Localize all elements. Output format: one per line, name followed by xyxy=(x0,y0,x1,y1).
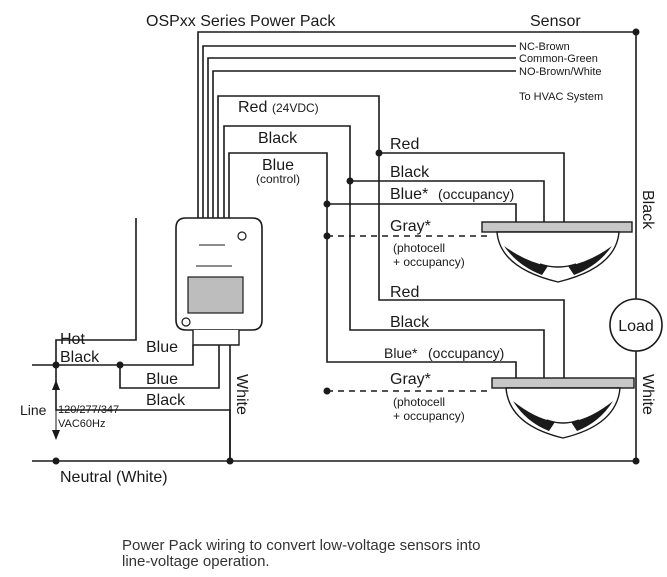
right-white-label: White xyxy=(639,374,656,415)
s1-red-label: Red xyxy=(390,136,419,153)
neutral-label: Neutral (White) xyxy=(60,469,168,486)
load-symbol xyxy=(609,298,663,352)
s1-red-wire xyxy=(379,152,565,222)
junction-dot xyxy=(323,232,331,240)
blue-control-sublabel: (control) xyxy=(256,172,300,186)
line-frequency-label: VAC60Hz xyxy=(58,418,105,430)
s2-gray-label: Gray* xyxy=(390,371,431,388)
s1-gray-label: Gray* xyxy=(390,218,431,235)
black-main-wire xyxy=(223,125,545,378)
sensor-1 xyxy=(481,221,633,283)
pp-blue-wire xyxy=(55,218,137,365)
junction-dot xyxy=(346,177,354,185)
pp-black-label: Black xyxy=(146,392,186,409)
to-hvac-label: To HVAC System xyxy=(519,91,603,103)
s1-blue-wire xyxy=(327,203,517,222)
hot-black-wire xyxy=(32,345,194,366)
s1-black-wire xyxy=(350,180,545,222)
s2-gray-sublabel-1: (photocell xyxy=(393,395,445,409)
power-pack xyxy=(175,217,263,346)
blue-control-label: Blue xyxy=(262,157,294,174)
junction-dot xyxy=(52,361,60,369)
s2-blue-label: Blue* xyxy=(384,345,418,361)
power-pack-title: OSPxx Series Power Pack xyxy=(146,13,336,30)
caption-line-2: line-voltage operation. xyxy=(122,553,270,570)
common-green-label: Common-Green xyxy=(519,53,598,65)
s2-red-label: Red xyxy=(390,284,419,301)
sensor-2 xyxy=(491,377,635,439)
junction-dot xyxy=(632,28,640,36)
red-24vdc-label: Red xyxy=(238,99,267,116)
junction-dot xyxy=(116,361,124,369)
red-24vdc-wire xyxy=(217,95,565,378)
s1-gray-sublabel-1: (photocell xyxy=(393,241,445,255)
pp-blue-wire-2 xyxy=(119,345,220,389)
caption-line-1: Power Pack wiring to convert low-voltage… xyxy=(122,537,481,554)
junction-dot xyxy=(52,457,60,465)
pp-blue-label-2: Blue xyxy=(146,371,178,388)
pp-blue-label-1: Blue xyxy=(146,339,178,356)
nc-brown-label: NC-Brown xyxy=(519,41,570,53)
sensor-title: Sensor xyxy=(530,13,581,30)
junction-dot xyxy=(226,457,234,465)
right-black-label: Black xyxy=(639,190,656,230)
mount-hole-icon xyxy=(237,231,247,241)
load-label: Load xyxy=(618,318,654,335)
nc-brown-wire xyxy=(202,45,516,218)
black-main-label: Black xyxy=(258,130,298,147)
hot-black-label: Black xyxy=(60,349,100,366)
s2-gray-sublabel-2: + occupancy) xyxy=(393,409,465,423)
junction-dot xyxy=(323,200,331,208)
line-voltage-label: 120/277/347 xyxy=(58,404,119,416)
junction-dot xyxy=(632,457,640,465)
line-label: Line xyxy=(20,402,47,418)
s2-blue-sublabel: (occupancy) xyxy=(428,345,504,361)
s1-gray-sublabel-2: + occupancy) xyxy=(393,255,465,269)
junction-dot xyxy=(375,149,383,157)
power-pack-label-panel xyxy=(187,276,244,314)
hot-label: Hot xyxy=(60,331,85,348)
s1-black-label: Black xyxy=(390,164,430,181)
junction-dot xyxy=(323,387,331,395)
s2-black-label: Black xyxy=(390,314,430,331)
white-vertical-label: White xyxy=(233,374,250,415)
red-24vdc-sublabel: (24VDC) xyxy=(272,101,319,115)
mount-hole-icon xyxy=(181,317,191,327)
s1-blue-label: Blue* xyxy=(390,186,428,203)
common-green-wire xyxy=(207,57,516,218)
no-brown-white-label: NO-Brown/White xyxy=(519,66,602,78)
outer-top-wire xyxy=(197,31,637,300)
blue-control-wire xyxy=(228,152,517,378)
s1-blue-sublabel: (occupancy) xyxy=(438,186,514,202)
no-brown-white-wire xyxy=(212,70,516,218)
